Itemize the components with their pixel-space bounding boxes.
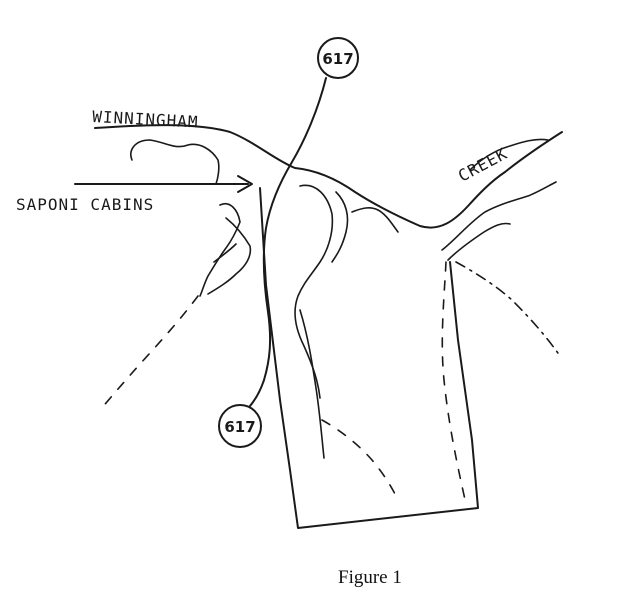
tract-boundary xyxy=(259,187,479,529)
site-arrow-head xyxy=(237,175,253,193)
figure-caption: Figure 1 xyxy=(338,567,402,588)
winningham-creek-line xyxy=(94,124,563,229)
cabin-marsh-outline xyxy=(199,203,252,297)
route-617-top-shield xyxy=(317,37,359,79)
route-617-bottom-shield xyxy=(218,404,262,448)
dashed-line-right-diagonal xyxy=(455,261,561,357)
dashed-line-inner xyxy=(321,419,397,497)
route-617-top-number: 617 xyxy=(322,50,353,68)
label-creek: CREEK xyxy=(455,144,511,186)
inner-stream-lower xyxy=(299,309,325,459)
road-617 xyxy=(249,77,327,407)
creek-bank-left xyxy=(130,139,220,185)
label-saponi-cabins: SAPONI CABINS xyxy=(16,195,154,214)
creek-bank-right-north xyxy=(469,138,549,171)
creek-tributary-right xyxy=(447,222,511,261)
inner-stream-upper xyxy=(331,191,349,263)
creek-bank-right-south xyxy=(441,181,557,251)
route-617-bottom-number: 617 xyxy=(224,418,255,436)
inner-stream-loop xyxy=(294,184,334,399)
dashed-line-right-vertical xyxy=(441,261,467,505)
cabin-marsh-inner xyxy=(213,243,237,263)
inner-stream-mid xyxy=(351,207,399,233)
dashed-line-left xyxy=(99,295,199,411)
